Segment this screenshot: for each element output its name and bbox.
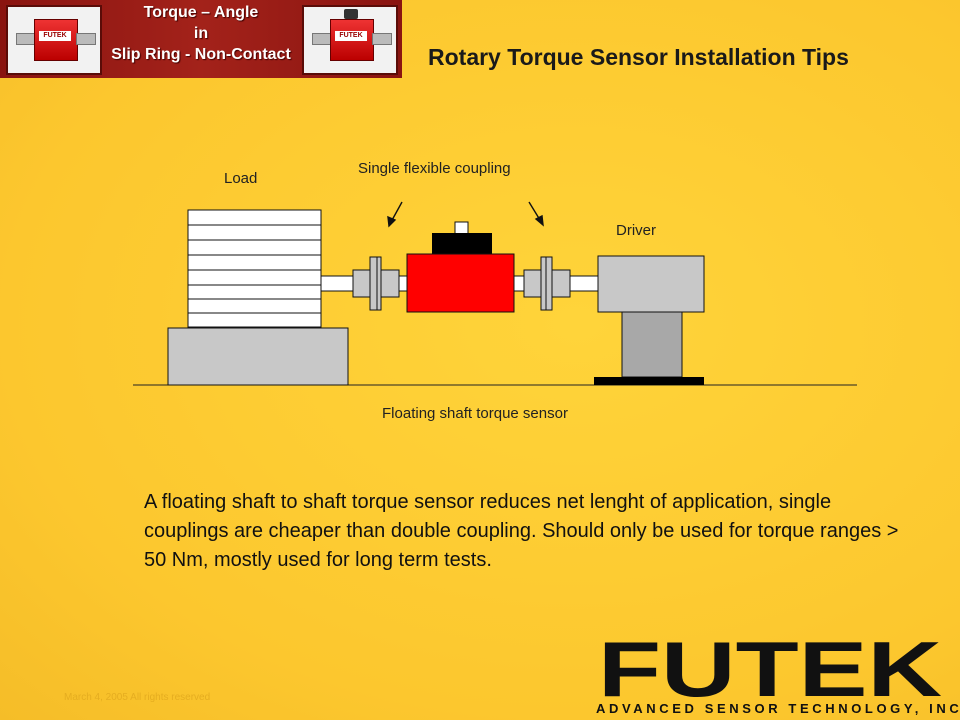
header-banner: FUTEK Torque – Angle in Slip Ring - Non-… <box>0 0 402 78</box>
photo-connector <box>344 9 358 19</box>
sensor-shaft-left <box>398 275 408 292</box>
load-stack <box>187 209 322 328</box>
photo-brand-label: FUTEK <box>39 31 71 41</box>
torque-sensor <box>406 221 515 313</box>
product-photo-left: FUTEK <box>6 5 102 75</box>
coupling-right <box>523 256 571 311</box>
driver-label: Driver <box>616 222 656 239</box>
load-shaft <box>320 275 354 292</box>
photo-shaft-right <box>372 33 392 45</box>
coupling-label: Single flexible coupling <box>358 160 511 177</box>
coupling-left <box>352 256 400 311</box>
coupling-arrows <box>387 201 544 228</box>
logo-tagline: ADVANCED SENSOR TECHNOLOGY, INC. <box>596 701 960 716</box>
load-label: Load <box>224 170 258 187</box>
driver-motor <box>594 255 705 385</box>
futek-logo: FUTEK <box>598 636 942 700</box>
banner-title-line-2: in <box>193 25 209 42</box>
svg-text:FUTEK: FUTEK <box>598 636 942 700</box>
page-title: Rotary Torque Sensor Installation Tips <box>428 44 849 70</box>
torque-sensor-body <box>406 253 515 313</box>
description-text: A floating shaft to shaft torque sensor … <box>144 491 899 571</box>
sensor-label: Floating shaft torque sensor <box>382 405 568 422</box>
photo-brand-label: FUTEK <box>335 31 367 41</box>
footer-date: March 4, 2005 All rights reserved <box>64 692 211 703</box>
sensor-shaft-right <box>513 275 525 292</box>
load-base <box>167 327 349 386</box>
banner-title-line-3: Slip Ring - Non-Contact <box>111 46 291 63</box>
banner-title-line-1: Torque – Angle <box>143 4 259 21</box>
driver-shaft <box>569 275 599 292</box>
photo-shaft-right <box>76 33 96 45</box>
banner-title: Torque – Angle in Slip Ring - Non-Contac… <box>100 2 302 65</box>
product-photo-right: FUTEK <box>302 5 398 75</box>
